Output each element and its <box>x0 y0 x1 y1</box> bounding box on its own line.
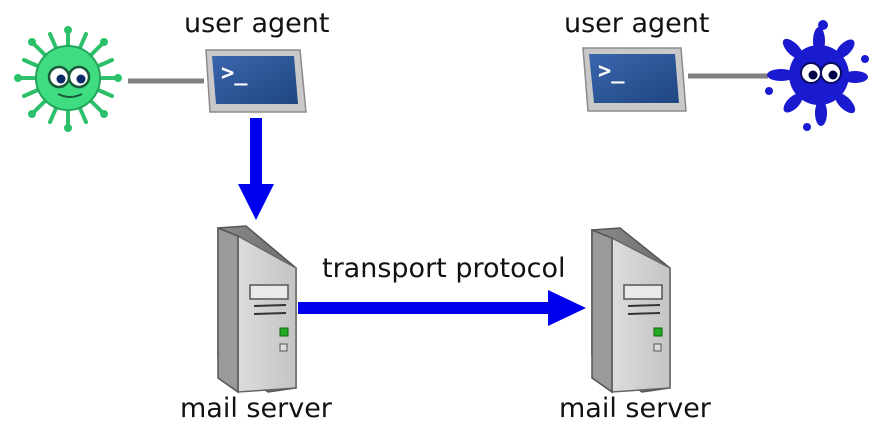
terminal-icon-right: >_ <box>582 47 687 112</box>
terminal-prompt-left: >_ <box>221 61 248 86</box>
user-agent-label-left: user agent <box>184 8 330 39</box>
mail-server-label-left: mail server <box>180 393 332 424</box>
blue-splat-virus-icon <box>765 20 869 131</box>
server-tower-icon-left <box>217 225 297 394</box>
server-tower-icon-right <box>591 227 671 394</box>
terminal-icon-left: >_ <box>205 49 307 113</box>
transport-protocol-label: transport protocol <box>322 253 566 284</box>
user-agent-label-right: user agent <box>564 8 710 39</box>
mail-server-label-right: mail server <box>559 393 711 424</box>
green-spiky-virus-icon <box>14 26 122 132</box>
transport-arrow <box>298 290 586 326</box>
terminal-prompt-right: >_ <box>598 59 625 84</box>
submission-arrow <box>238 118 274 220</box>
